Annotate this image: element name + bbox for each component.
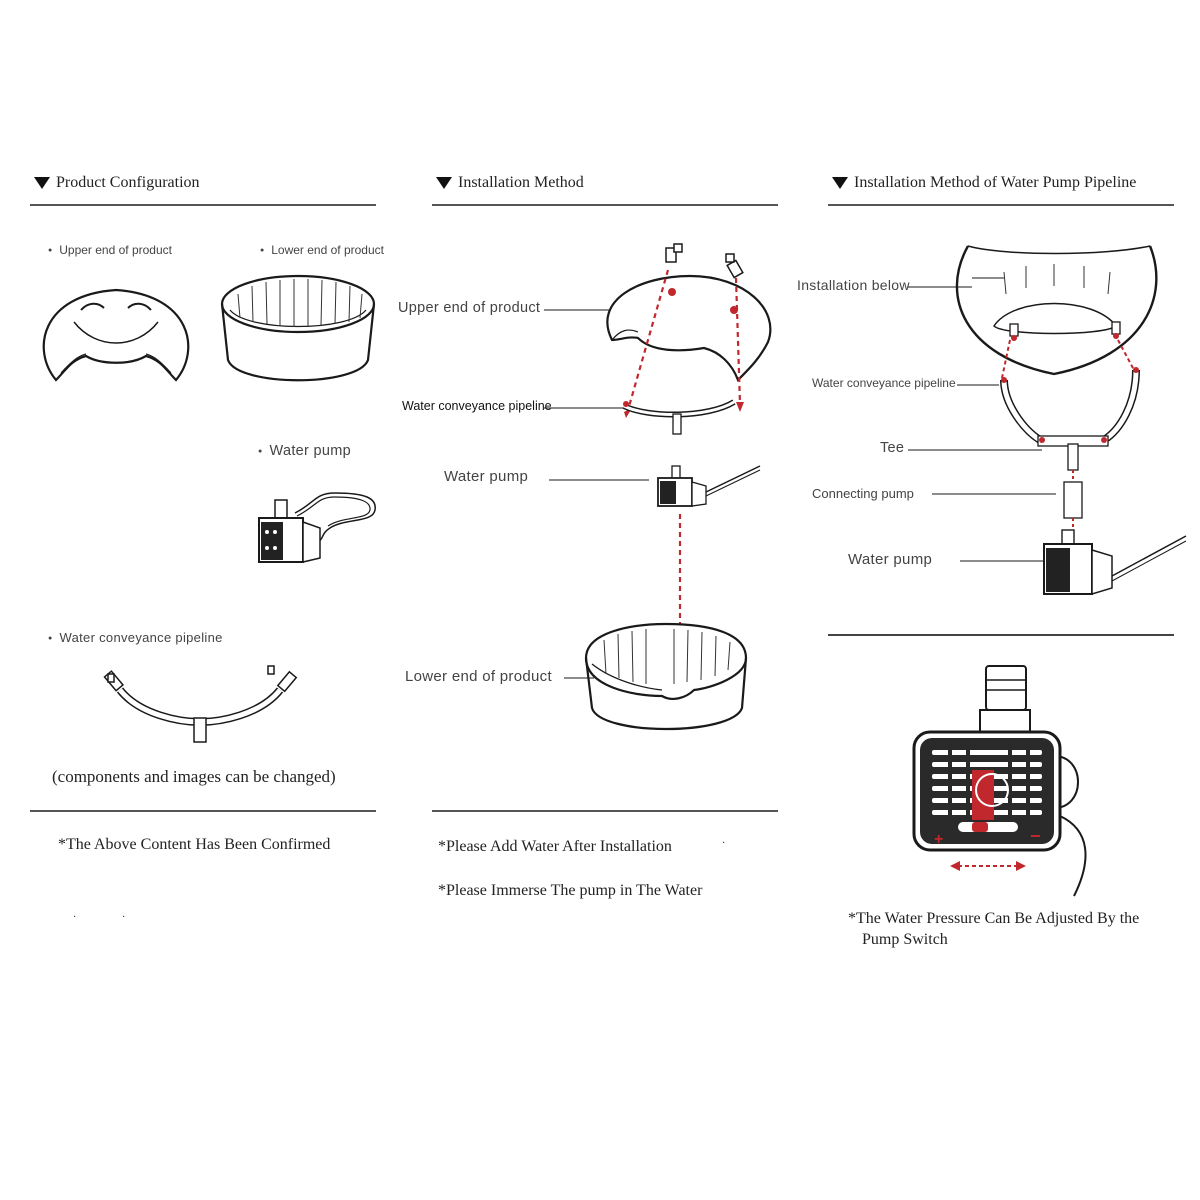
label-water-pump-pipeline: Water pump bbox=[848, 551, 932, 568]
divider bbox=[432, 810, 778, 812]
label-lower-end-install: Lower end of product bbox=[405, 668, 552, 685]
divider bbox=[828, 634, 1174, 636]
plus-sign: + bbox=[934, 831, 943, 848]
conveyance-pipeline-install-illustration bbox=[618, 392, 742, 442]
divider bbox=[30, 204, 376, 206]
pipeline-note-line1: *The Water Pressure Can Be Adjusted By t… bbox=[848, 910, 1139, 928]
config-caption: (components and images can be changed) bbox=[52, 767, 336, 787]
label-installation-below: Installation below bbox=[797, 277, 910, 293]
triangle-down-icon bbox=[832, 177, 848, 189]
section-title-pipeline: Installation Method of Water Pump Pipeli… bbox=[832, 174, 1136, 192]
divider bbox=[30, 810, 376, 812]
conveyance-pipeline-illustration bbox=[100, 660, 300, 750]
water-pump-pipeline-icon bbox=[1040, 526, 1190, 598]
water-pump-install-icon bbox=[654, 462, 764, 510]
water-pump-icon bbox=[255, 488, 380, 568]
pump-switch-illustration: + − bbox=[910, 660, 1110, 900]
label-lower-end: Lower end of product bbox=[260, 243, 384, 257]
pipeline-note-line2: Pump Switch bbox=[862, 931, 948, 949]
leader-line bbox=[545, 470, 655, 490]
install-note-2: *Please Immerse The pump in The Water bbox=[438, 882, 702, 900]
label-tee: Tee bbox=[880, 440, 904, 456]
dot-mark: · bbox=[722, 838, 725, 849]
triangle-down-icon bbox=[436, 177, 452, 189]
upper-end-illustration bbox=[36, 270, 196, 390]
section-title-install: Installation Method bbox=[436, 174, 584, 192]
minus-sign: − bbox=[1030, 826, 1041, 846]
lower-end-install-illustration bbox=[582, 618, 750, 744]
leader-line bbox=[930, 484, 1060, 504]
leader-line bbox=[560, 668, 600, 688]
leader-line bbox=[958, 552, 1048, 572]
divider bbox=[432, 204, 778, 206]
label-connecting-pump: Connecting pump bbox=[812, 486, 914, 501]
install-note-1: *Please Add Water After Installation bbox=[438, 838, 672, 856]
label-water-pump-install: Water pump bbox=[444, 468, 528, 485]
label-upper-end-install: Upper end of product bbox=[398, 300, 540, 316]
divider bbox=[828, 204, 1174, 206]
leader-line bbox=[540, 398, 630, 418]
label-conveyance-pipeline-pipeline: Water conveyance pipeline bbox=[812, 376, 956, 390]
config-note: *The Above Content Has Been Confirmed bbox=[58, 836, 330, 854]
label-upper-end: Upper end of product bbox=[48, 243, 172, 257]
dot-mark: · bbox=[73, 912, 76, 923]
label-water-pump: Water pump bbox=[258, 443, 351, 459]
lower-end-illustration bbox=[218, 272, 380, 392]
label-conveyance-pipeline: Water conveyance pipeline bbox=[48, 630, 223, 645]
label-conveyance-pipeline-install: Water conveyance pipeline bbox=[402, 399, 552, 413]
pipeline-tee-illustration bbox=[994, 334, 1154, 534]
dot-mark: · bbox=[122, 912, 125, 923]
triangle-down-icon bbox=[34, 177, 50, 189]
leader-line bbox=[906, 440, 1046, 460]
section-title-config: Product Configuration bbox=[34, 174, 200, 192]
leader-line bbox=[906, 278, 976, 298]
